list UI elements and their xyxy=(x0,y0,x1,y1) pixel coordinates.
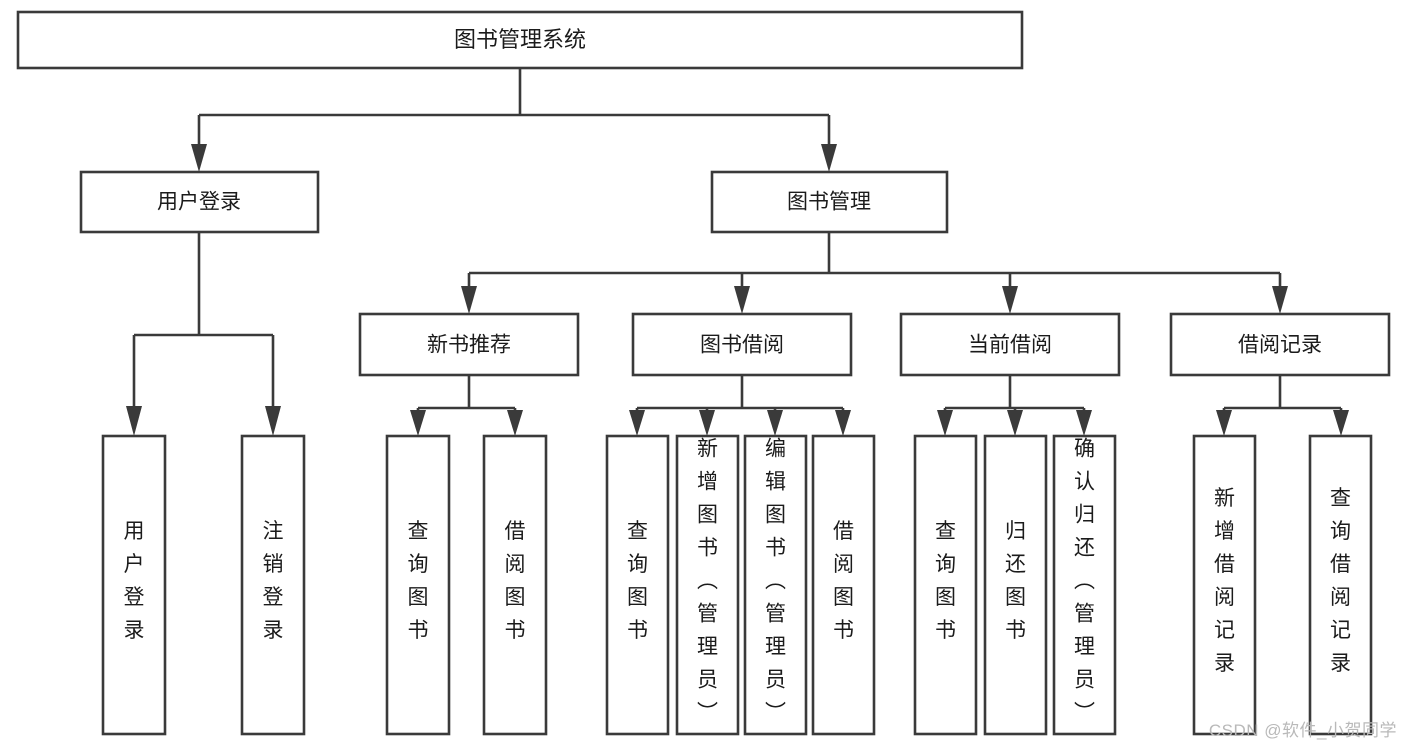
arrow-head-leaf-query-book-rec xyxy=(410,410,426,436)
leaf-confirm-return-admin[interactable] xyxy=(1052,434,1117,736)
node-borrow-record-label: 借阅记录 xyxy=(1238,334,1322,357)
leaf-query-book-current-box xyxy=(913,434,978,736)
node-book-management-box xyxy=(710,170,949,234)
arrow-head-leaf-edit-book-admin xyxy=(767,410,783,436)
leaf-borrow-book-rec[interactable] xyxy=(482,434,548,736)
leaf-confirm-return-admin-label: 确认归还︵管理员︶ xyxy=(1074,438,1095,725)
node-current-borrow-label: 当前借阅 xyxy=(968,334,1052,357)
leaf-return-book-box xyxy=(983,434,1048,736)
node-user-login-label: 用户登录 xyxy=(157,191,241,214)
arrow-head-book-borrow xyxy=(734,286,750,314)
leaf-confirm-return-admin-box xyxy=(1052,434,1117,736)
node-book-management-label: 图书管理 xyxy=(787,191,871,214)
node-book-management[interactable]: 图书管理 xyxy=(710,170,949,234)
arrow-head-leaf-add-borrow-record xyxy=(1216,410,1232,436)
csdn-watermark: CSDN @软件_小贺同学 xyxy=(1208,721,1397,740)
node-user-login[interactable]: 用户登录 xyxy=(79,170,320,234)
arrow-head-borrow-record xyxy=(1272,286,1288,314)
leaf-user-login-box xyxy=(101,434,167,736)
leaf-text-layer: 用户登录 注销登录 查询图书 借阅图书 查询图书 新增图书︵管理员︶ 编辑图书︵管理员︶ 借阅… xyxy=(124,438,1352,725)
leaf-borrow-book-box xyxy=(811,434,876,736)
leaf-query-book-current-label: 查询图书 xyxy=(935,520,956,642)
leaf-return-book[interactable] xyxy=(983,434,1048,736)
leaf-borrow-book-rec-box xyxy=(482,434,548,736)
leaf-query-book-borrow-label: 查询图书 xyxy=(627,520,648,642)
leaf-node-layer: 用户登录 注销登录 查询图书 借阅图书 查询图书 新增图书︵管理员︶ 编辑图书︵管理员︶ 借阅… xyxy=(101,434,1373,736)
arrow-head-leaf-return-book xyxy=(1007,410,1023,436)
arrow-head-book-management xyxy=(821,144,837,172)
arrow-head-current-borrow xyxy=(1002,286,1018,314)
leaf-edit-book-admin-box xyxy=(743,434,808,736)
node-new-book-recommend-box xyxy=(358,312,580,377)
node-current-borrow-box xyxy=(899,312,1121,377)
node-borrow-record[interactable]: 借阅记录 xyxy=(1169,312,1391,377)
leaf-edit-book-admin-label: 编辑图书︵管理员︶ xyxy=(765,438,786,725)
leaf-logout-login-label: 注销登录 xyxy=(263,520,284,642)
arrow-head-leaf-user-login xyxy=(126,406,142,436)
leaf-logout-login[interactable] xyxy=(240,434,306,736)
leaf-logout-login-box xyxy=(240,434,306,736)
leaf-add-book-admin-box xyxy=(675,434,740,736)
leaf-borrow-book-rec-label: 借阅图书 xyxy=(505,520,526,642)
node-book-borrow-box xyxy=(631,312,853,377)
arrow-head-leaf-confirm-return-admin xyxy=(1076,410,1092,436)
node-user-login-box xyxy=(79,170,320,234)
node-root-box xyxy=(16,10,1024,70)
leaf-edit-book-admin[interactable] xyxy=(743,434,808,736)
leaf-query-borrow-record-label: 查询借阅记录 xyxy=(1330,487,1351,675)
leaf-return-book-label: 归还图书 xyxy=(1005,520,1026,642)
arrow-head-leaf-borrow-book-rec xyxy=(507,410,523,436)
node-root[interactable]: 图书管理系统 xyxy=(16,10,1024,70)
leaf-add-borrow-record-label: 新增借阅记录 xyxy=(1214,487,1235,675)
leaf-add-borrow-record-box xyxy=(1192,434,1257,736)
arrow-head-leaf-query-borrow-record xyxy=(1333,410,1349,436)
node-borrow-record-box xyxy=(1169,312,1391,377)
leaf-add-book-admin[interactable] xyxy=(675,434,740,736)
node-book-borrow[interactable]: 图书借阅 xyxy=(631,312,853,377)
node-new-book-recommend-label: 新书推荐 xyxy=(427,334,511,357)
node-root-label: 图书管理系统 xyxy=(454,27,586,52)
leaf-user-login[interactable] xyxy=(101,434,167,736)
leaf-query-book-current[interactable] xyxy=(913,434,978,736)
leaf-query-book-rec-box xyxy=(385,434,451,736)
leaf-query-book-rec-label: 查询图书 xyxy=(408,520,429,642)
arrow-head-new-book-recommend xyxy=(461,286,477,314)
arrow-head-leaf-logout-login xyxy=(265,406,281,436)
node-new-book-recommend[interactable]: 新书推荐 xyxy=(358,312,580,377)
leaf-borrow-book-label: 借阅图书 xyxy=(833,520,854,642)
leaf-user-login-label: 用户登录 xyxy=(124,520,145,642)
arrow-head-leaf-query-book-borrow xyxy=(629,410,645,436)
arrow-head-leaf-add-book-admin xyxy=(699,410,715,436)
arrow-head-user-login xyxy=(191,144,207,172)
leaf-add-borrow-record[interactable] xyxy=(1192,434,1257,736)
arrow-head-leaf-query-book-current xyxy=(937,410,953,436)
leaf-query-borrow-record[interactable] xyxy=(1308,434,1373,736)
leaf-query-borrow-record-box xyxy=(1308,434,1373,736)
leaf-add-book-admin-label: 新增图书︵管理员︶ xyxy=(697,438,718,725)
leaf-borrow-book[interactable] xyxy=(811,434,876,736)
leaf-query-book-rec[interactable] xyxy=(385,434,451,736)
leaf-query-book-borrow-box xyxy=(605,434,670,736)
node-current-borrow[interactable]: 当前借阅 xyxy=(899,312,1121,377)
connector-layer xyxy=(126,68,1349,436)
arrow-head-leaf-borrow-book xyxy=(835,410,851,436)
leaf-query-book-borrow[interactable] xyxy=(605,434,670,736)
node-book-borrow-label: 图书借阅 xyxy=(700,334,784,357)
